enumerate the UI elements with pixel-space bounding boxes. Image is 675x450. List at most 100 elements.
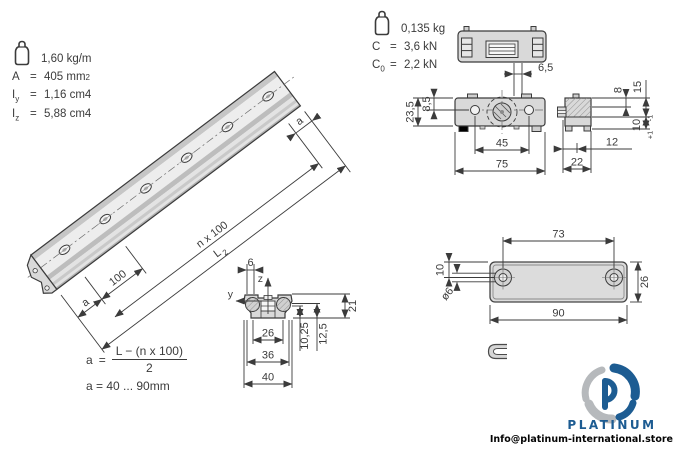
axis-y-label: y xyxy=(228,289,234,301)
rail-end-profile xyxy=(26,253,58,294)
carriage-side-view: 8 15 10 -1 +1 12 22 xyxy=(553,80,655,173)
dimension-label-45: 45 xyxy=(496,138,508,150)
front-nub-right xyxy=(513,125,520,130)
dimension-label-L-sub: 2 xyxy=(221,247,230,257)
rail-end-groove-bottom xyxy=(44,285,50,291)
spec-value: 2,2 kN xyxy=(404,59,438,72)
formula-numerator: L − (n x 100) xyxy=(111,344,187,360)
spec-value: 1,16 cm4 xyxy=(44,89,92,102)
carriage-top-slots-right xyxy=(532,37,544,58)
carriage-top-slots-left xyxy=(461,37,473,58)
plate-dimension-lines xyxy=(444,237,642,324)
weight-icon xyxy=(374,10,390,36)
spec-equals: = xyxy=(390,41,397,53)
spec-symbol: A xyxy=(12,71,20,83)
iso-rail-view: a 100 n x 100 L 2 a xyxy=(26,70,351,353)
rail-bottom-edge xyxy=(55,104,301,290)
tolerance-label-minus: -1 xyxy=(646,115,655,122)
dimension-label-26-plate: 26 xyxy=(639,276,651,288)
spec-value: 405 mm xyxy=(44,71,86,83)
dimension-label-23-5: 23,5 xyxy=(405,101,417,122)
dimension-label-6: 6 xyxy=(247,257,253,269)
rail-spec-row-iz: Iz = 5,88 cm4 xyxy=(12,107,92,125)
dimension-label-10: 10 xyxy=(631,119,643,131)
dimension-label-36: 36 xyxy=(262,350,274,362)
carriage-front-view: 45 75 8,5 23,5 xyxy=(405,88,546,175)
spec-symbol-sub: 0 xyxy=(380,64,385,74)
spec-symbol: I xyxy=(12,107,16,120)
dimension-label-90: 90 xyxy=(552,308,564,320)
front-foot-right xyxy=(531,125,542,132)
axis-z-label: z xyxy=(258,273,263,285)
dimension-label-75: 75 xyxy=(496,159,508,171)
dimension-label-26: 26 xyxy=(262,328,274,340)
spec-value-sup: 2 xyxy=(85,73,90,82)
formula-lhs: a xyxy=(86,352,93,367)
clip-profile xyxy=(487,343,507,360)
dimension-label-nx100: n x 100 xyxy=(194,219,230,250)
spec-symbol-sub: y xyxy=(15,94,20,104)
spec-value: 5,88 cm4 xyxy=(44,107,92,120)
brand-name: PLATINUM xyxy=(567,418,656,432)
formula-fraction: L − (n x 100) 2 xyxy=(111,344,187,375)
dimension-label-12: 12 xyxy=(606,137,618,149)
dimension-label-40: 40 xyxy=(262,372,274,384)
section-dimension-lines xyxy=(237,264,350,388)
front-lube-port xyxy=(486,96,518,128)
formula-equals: = xyxy=(98,352,106,367)
rail-section-view: z y 6 xyxy=(228,257,359,388)
side-dimension-lines xyxy=(553,80,650,173)
formula-denominator: 2 xyxy=(145,361,153,375)
spec-value: 3,6 kN xyxy=(404,41,438,53)
platinum-logo-icon xyxy=(581,363,640,424)
weight-icon xyxy=(14,40,30,66)
carriage-spec-block: 0,135 kg C = 3,6 kN C0 = 2,2 kN xyxy=(372,10,445,77)
spec-symbol: C xyxy=(372,59,381,72)
spec-symbol: I xyxy=(12,89,16,102)
length-formula-block: a = L − (n x 100) 2 a = 40 ... 90mm xyxy=(86,344,187,393)
front-nub-left xyxy=(479,125,486,130)
dimension-label-6-5: 6,5 xyxy=(538,62,553,74)
iso-dimension-lines xyxy=(60,111,351,353)
rail-weight-value: 1,60 kg/m xyxy=(41,53,92,65)
carriage-weight-value: 0,135 kg xyxy=(401,23,446,35)
side-foot-right xyxy=(583,125,591,132)
dimension-label-12-5: 12,5 xyxy=(318,323,330,344)
front-hole-left xyxy=(470,105,480,115)
formula-range: a = 40 ... 90mm xyxy=(86,379,170,393)
spec-symbol-sub: z xyxy=(15,112,20,122)
dimension-label-dia6: ø6 xyxy=(439,285,456,303)
carriage-top-window xyxy=(485,40,519,58)
rail-end-groove-top xyxy=(32,268,38,274)
rail-spec-row-iy: Iy = 1,16 cm4 xyxy=(12,88,92,106)
offset-dimension-lines xyxy=(504,63,532,96)
dimension-label-100: 100 xyxy=(107,268,129,289)
rail-groove xyxy=(51,99,298,286)
dimension-label-8: 8 xyxy=(613,87,625,93)
front-dimension-lines xyxy=(413,88,546,175)
dimension-label-8-5: 8,5 xyxy=(421,96,433,111)
brand-logo: PLATINUM Info@platinum-international.sto… xyxy=(490,363,673,445)
section-axes xyxy=(235,277,272,314)
side-hatch xyxy=(565,98,591,117)
carriage-spec-row-c: C = 3,6 kN xyxy=(372,40,445,58)
front-foot-left xyxy=(458,125,469,132)
spec-symbol: C xyxy=(372,41,381,53)
carriage-spec-row-c0: C0 = 2,2 kN xyxy=(372,58,445,76)
plate-hole-left xyxy=(491,265,515,290)
dimension-label-73: 73 xyxy=(552,229,564,241)
tolerance-label-plus: +1 xyxy=(646,131,655,140)
side-foot-left xyxy=(565,125,573,132)
dimension-label-10-25: 10,25 xyxy=(299,322,311,350)
carriage-top-view: 6,5 xyxy=(457,26,553,96)
spec-equals: = xyxy=(30,71,37,83)
spec-equals: = xyxy=(390,59,397,72)
mounting-plate-view: 73 90 26 10 ø6 xyxy=(435,229,651,324)
dimension-label-22: 22 xyxy=(571,157,583,169)
dimension-label-10-plate: 10 xyxy=(435,264,447,276)
front-hole-right xyxy=(524,105,534,115)
